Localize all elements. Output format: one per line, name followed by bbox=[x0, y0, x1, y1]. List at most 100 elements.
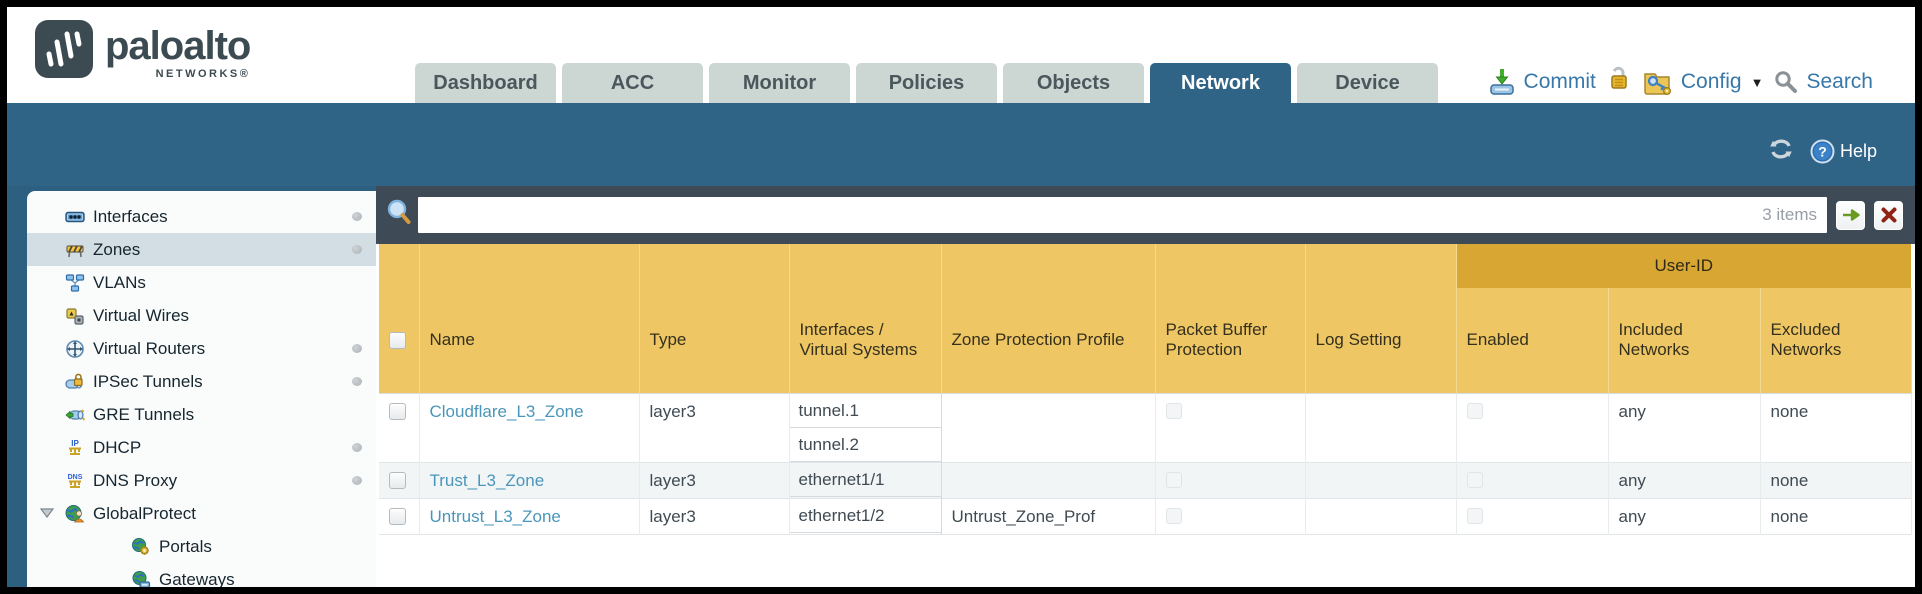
clear-filter-button[interactable] bbox=[1874, 200, 1903, 230]
help-label: Help bbox=[1839, 141, 1877, 161]
sidebar-item-virtual-wires[interactable]: Virtual Wires bbox=[27, 299, 376, 332]
apply-filter-button[interactable] bbox=[1836, 200, 1865, 230]
log-setting-cell bbox=[1305, 462, 1457, 498]
item-dot bbox=[352, 476, 362, 485]
zone-interfaces-cell: tunnel.1 tunnel.2 bbox=[788, 393, 942, 462]
zone-name-link[interactable]: Cloudflare_L3_Zone bbox=[429, 401, 584, 421]
sidebar-item-label: Virtual Wires bbox=[93, 305, 190, 325]
expander-triangle-icon[interactable] bbox=[39, 505, 55, 521]
log-setting-cell bbox=[1305, 393, 1457, 462]
col-header-enabled[interactable]: Enabled bbox=[1456, 288, 1609, 394]
excluded-networks-cell: none bbox=[1760, 498, 1912, 534]
col-header-interfaces[interactable]: Interfaces / Virtual Systems bbox=[789, 288, 942, 394]
sidebar-item-label: Portals bbox=[159, 536, 212, 556]
globalprotect-icon bbox=[65, 504, 85, 524]
tab-objects[interactable]: Objects bbox=[1003, 63, 1144, 103]
col-header-included-networks[interactable]: Included Networks bbox=[1608, 288, 1761, 394]
sidebar-item-globalprotect[interactable]: GlobalProtect bbox=[27, 497, 376, 530]
table-row-untrust: Untrust_L3_Zone layer3 ethernet1/2 Untru… bbox=[379, 498, 1912, 534]
col-header-zone-protection-profile[interactable]: Zone Protection Profile bbox=[941, 288, 1156, 394]
column-header-row: Name Type Interfaces / Virtual Systems Z… bbox=[379, 288, 1912, 394]
col-header-name[interactable]: Name bbox=[419, 288, 640, 394]
user-id-enabled-checkbox[interactable] bbox=[1466, 471, 1483, 488]
packet-buffer-protection-cell bbox=[1155, 462, 1306, 498]
zone-protection-profile-cell bbox=[941, 462, 1156, 498]
tab-device[interactable]: Device bbox=[1297, 63, 1438, 103]
filter-input[interactable] bbox=[428, 205, 1755, 225]
lock-icon bbox=[1611, 66, 1627, 89]
zone-protection-profile-cell: Untrust_Zone_Prof bbox=[941, 498, 1156, 534]
sidebar-item-interfaces[interactable]: Interfaces bbox=[27, 200, 376, 233]
row-checkbox[interactable] bbox=[389, 471, 406, 489]
sidebar-item-portals[interactable]: Portals bbox=[27, 530, 376, 563]
portals-icon bbox=[131, 537, 151, 557]
col-header-packet-buffer-protection[interactable]: Packet Buffer Protection bbox=[1155, 288, 1306, 394]
gre-tunnels-icon bbox=[65, 405, 85, 425]
sidebar-item-gre-tunnels[interactable]: GRE Tunnels bbox=[27, 398, 376, 431]
tab-dashboard[interactable]: Dashboard bbox=[415, 63, 556, 103]
zone-name-link[interactable]: Trust_L3_Zone bbox=[429, 470, 545, 490]
lock-button[interactable] bbox=[1606, 65, 1632, 99]
col-header-log-setting[interactable]: Log Setting bbox=[1305, 288, 1457, 394]
tab-acc[interactable]: ACC bbox=[562, 63, 703, 103]
zone-name-cell: Cloudflare_L3_Zone bbox=[419, 393, 640, 462]
logo-networks: NETWORKS® bbox=[155, 68, 251, 80]
config-icon bbox=[1644, 73, 1671, 96]
search-button[interactable]: Search bbox=[1773, 69, 1873, 95]
sidebar-item-label: DHCP bbox=[93, 437, 142, 457]
gateways-icon bbox=[131, 570, 151, 587]
zone-interfaces-cell: ethernet1/2 bbox=[788, 498, 942, 534]
sidebar-item-label: VLANs bbox=[93, 272, 146, 292]
row-select-cell bbox=[379, 393, 420, 462]
dns-proxy-icon: DNS bbox=[65, 471, 85, 491]
paloalto-logo: paloalto NETWORKS® bbox=[35, 20, 251, 80]
commit-button[interactable]: Commit bbox=[1487, 67, 1596, 97]
user-id-enabled-checkbox[interactable] bbox=[1466, 507, 1483, 524]
sidebar-item-dhcp[interactable]: IP DHCP bbox=[27, 431, 376, 464]
sidebar-item-vlans[interactable]: VLANs bbox=[27, 266, 376, 299]
select-all-checkbox[interactable] bbox=[389, 331, 406, 349]
dhcp-icon: IP bbox=[65, 438, 85, 458]
ipsec-tunnels-icon bbox=[65, 372, 85, 392]
help-button[interactable]: ? Help bbox=[1810, 139, 1877, 164]
content-area: Interfaces Zones bbox=[7, 186, 1915, 587]
svg-text:DNS: DNS bbox=[68, 474, 83, 481]
commit-icon bbox=[1489, 69, 1514, 95]
item-dot bbox=[352, 344, 362, 353]
tab-monitor[interactable]: Monitor bbox=[709, 63, 850, 103]
zone-name-link[interactable]: Untrust_L3_Zone bbox=[429, 506, 561, 526]
refresh-button[interactable] bbox=[1768, 137, 1794, 166]
filter-toolbar: 3 items bbox=[376, 186, 1915, 244]
sidebar-item-dns-proxy[interactable]: DNS DNS Proxy bbox=[27, 464, 376, 497]
sidebar-item-zones[interactable]: Zones bbox=[27, 233, 376, 266]
interface-item: ethernet1/2 bbox=[789, 499, 941, 533]
svg-text:IP: IP bbox=[71, 439, 79, 448]
tab-policies[interactable]: Policies bbox=[856, 63, 997, 103]
packet-buffer-checkbox[interactable] bbox=[1165, 471, 1182, 488]
col-header-type[interactable]: Type bbox=[639, 288, 790, 394]
config-menu-button[interactable]: Config ▼ bbox=[1642, 67, 1763, 97]
vlans-icon bbox=[65, 273, 85, 293]
row-checkbox[interactable] bbox=[389, 402, 406, 420]
sidebar-item-label: GRE Tunnels bbox=[93, 404, 195, 424]
sidebar-item-ipsec-tunnels[interactable]: IPSec Tunnels bbox=[27, 365, 376, 398]
user-id-enabled-cell bbox=[1456, 462, 1609, 498]
interface-item: tunnel.1 bbox=[789, 394, 941, 428]
help-icon: ? bbox=[1810, 139, 1835, 164]
packet-buffer-checkbox[interactable] bbox=[1165, 507, 1182, 524]
row-checkbox[interactable] bbox=[389, 507, 406, 525]
zones-icon bbox=[65, 240, 85, 260]
close-icon bbox=[1881, 207, 1896, 223]
packet-buffer-checkbox[interactable] bbox=[1165, 402, 1182, 419]
tab-network[interactable]: Network bbox=[1150, 63, 1291, 103]
table-row-cloudflare: Cloudflare_L3_Zone layer3 tunnel.1 tunne… bbox=[379, 393, 1912, 462]
col-header-excluded-networks[interactable]: Excluded Networks bbox=[1760, 288, 1912, 394]
user-id-enabled-checkbox[interactable] bbox=[1466, 402, 1483, 419]
config-label: Config bbox=[1680, 70, 1742, 93]
sidebar-item-gateways[interactable]: Gateways bbox=[27, 563, 376, 587]
sidebar-item-virtual-routers[interactable]: Virtual Routers bbox=[27, 332, 376, 365]
sidebar-item-label: DNS Proxy bbox=[93, 470, 178, 490]
zone-type-cell: layer3 bbox=[639, 393, 790, 462]
zone-name-cell: Trust_L3_Zone bbox=[419, 462, 640, 498]
